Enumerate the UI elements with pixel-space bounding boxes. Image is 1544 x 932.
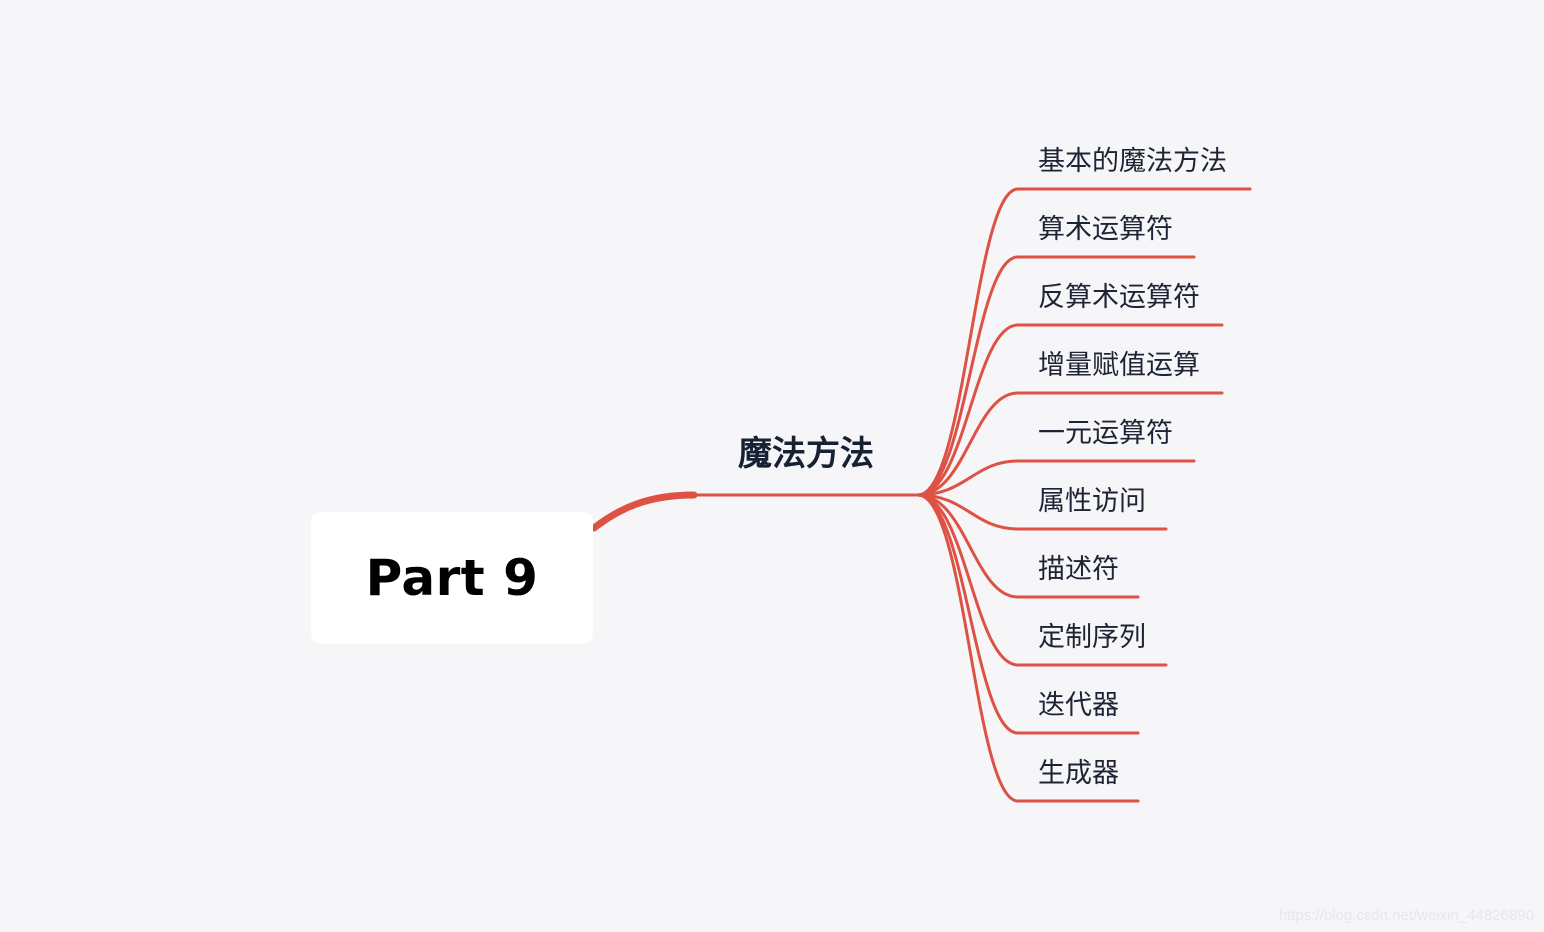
subtopic-branch <box>916 187 1252 497</box>
root-node[interactable]: Part 9 <box>311 512 593 644</box>
root-connector <box>590 491 698 532</box>
subtopic-branch <box>916 493 1168 531</box>
subtopic-label[interactable]: 增量赋值运算 <box>1038 350 1200 381</box>
subtopic-branch <box>916 255 1196 497</box>
subtopic-branch <box>916 493 1168 667</box>
root-title: Part 9 <box>365 549 539 607</box>
subtopic-branch <box>916 323 1224 497</box>
subtopic-branch <box>916 391 1224 497</box>
subtopic-label[interactable]: 属性访问 <box>1038 486 1146 517</box>
subtopic-label[interactable]: 一元运算符 <box>1038 418 1173 449</box>
watermark-text: https://blog.csdn.net/weixin_44826890 <box>1278 907 1534 924</box>
subtopic-label[interactable]: 定制序列 <box>1038 622 1146 653</box>
subtopic-label[interactable]: 描述符 <box>1038 554 1119 585</box>
subtopic-branch <box>916 459 1196 497</box>
subtopic-branch <box>916 493 1140 803</box>
subtopic-branch <box>916 493 1140 735</box>
subtopic-label[interactable]: 迭代器 <box>1038 690 1119 721</box>
subtopic-label[interactable]: 基本的魔法方法 <box>1038 146 1227 177</box>
subtopic-label[interactable]: 生成器 <box>1038 758 1119 789</box>
subtopic-label[interactable]: 反算术运算符 <box>1038 282 1200 313</box>
subtopic-branch <box>916 493 1140 599</box>
subtopic-label[interactable]: 算术运算符 <box>1038 214 1173 245</box>
main-topic-label[interactable]: 魔法方法 <box>738 433 874 474</box>
